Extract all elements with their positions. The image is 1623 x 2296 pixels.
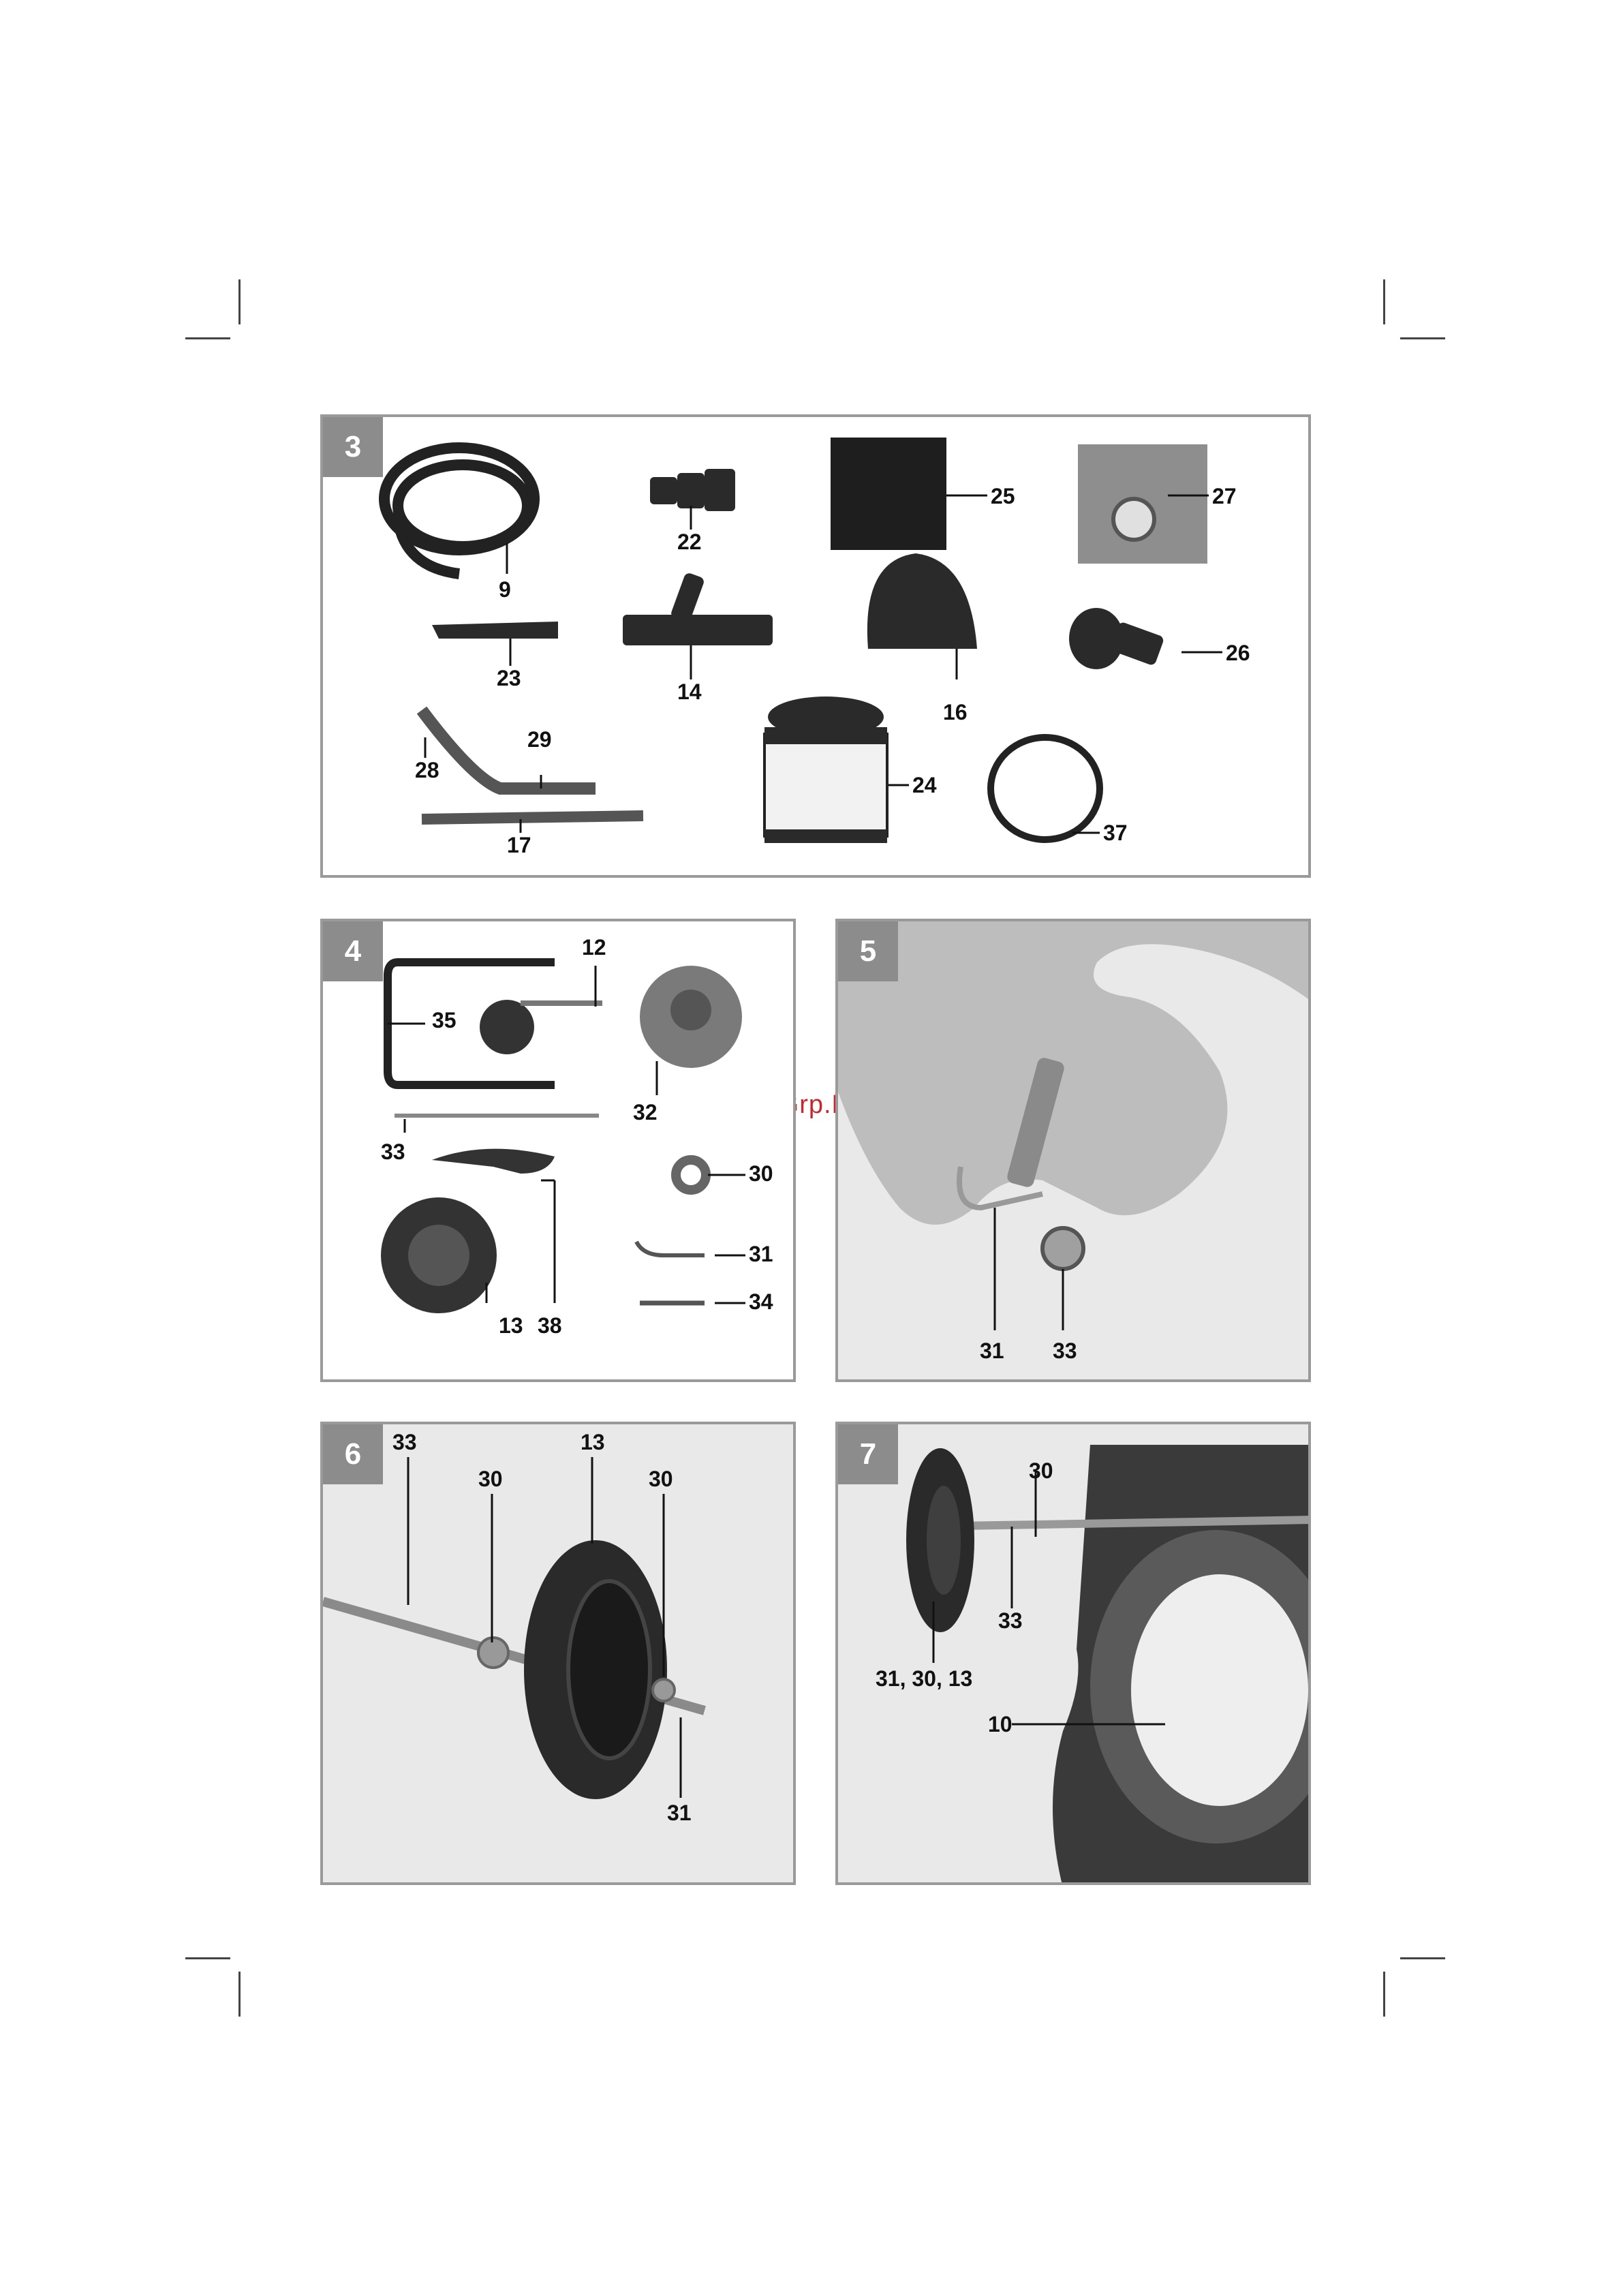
label-33: 33 — [1053, 1338, 1077, 1364]
wheel-illustration — [381, 1197, 497, 1313]
label-12: 12 — [582, 935, 606, 960]
label-30: 30 — [649, 1467, 673, 1492]
label-35: 35 — [432, 1008, 457, 1033]
label-29: 29 — [527, 727, 552, 752]
floor-nozzle-illustration — [623, 572, 773, 645]
figure-number: 3 — [323, 417, 383, 477]
figure-3-panel: 3 9 22 25 27 23 14 16 26 28 29 17 24 37 — [320, 414, 1311, 878]
label-33: 33 — [392, 1430, 417, 1455]
crop-mark — [185, 1957, 230, 1959]
pleated-filter-illustration — [764, 697, 887, 843]
label-16: 16 — [943, 700, 968, 725]
crop-mark — [1383, 279, 1385, 324]
label-13: 13 — [499, 1313, 523, 1338]
label-28: 28 — [415, 758, 439, 783]
figure-6-panel: 6 33 13 30 30 31 — [320, 1422, 796, 1885]
label-14: 14 — [677, 679, 702, 705]
label-30: 30 — [1029, 1458, 1053, 1484]
adapter-illustration — [650, 469, 735, 511]
label-31-30-13: 31, 30, 13 — [876, 1666, 972, 1692]
label-10: 10 — [988, 1712, 1013, 1737]
figure-5-panel: 5 31 33 — [835, 919, 1311, 1382]
label-9: 9 — [499, 577, 511, 602]
dust-bag-illustration — [1078, 444, 1207, 564]
cap-illustration — [640, 966, 742, 1068]
label-33: 33 — [381, 1139, 405, 1165]
clip-illustration — [636, 1242, 705, 1255]
washer-left-illustration — [478, 1638, 508, 1668]
label-33: 33 — [998, 1608, 1023, 1634]
brush-illustration — [1069, 608, 1164, 669]
label-25: 25 — [991, 484, 1015, 509]
label-38: 38 — [538, 1313, 562, 1338]
label-22: 22 — [677, 530, 702, 555]
label-32: 32 — [633, 1100, 658, 1125]
base-housing-illustration — [1053, 1445, 1311, 1885]
crop-mark — [185, 337, 230, 339]
label-31: 31 — [980, 1338, 1004, 1364]
figure-3-drawing — [323, 417, 1311, 878]
label-23: 23 — [497, 666, 521, 691]
figure-4-panel: 4 35 12 32 33 30 38 13 31 34 — [320, 919, 796, 1382]
crop-mark — [1400, 337, 1445, 339]
handle-illustration — [422, 710, 596, 789]
leader-lines — [995, 1208, 1063, 1330]
figure-6-drawing — [323, 1424, 796, 1885]
castor-illustration — [480, 1000, 602, 1054]
washer-right-illustration — [653, 1679, 675, 1701]
crop-mark — [1383, 1972, 1385, 2017]
label-24: 24 — [912, 773, 937, 798]
label-13: 13 — [581, 1430, 605, 1455]
figure-7-panel: 7 30 33 31, 30, 13 10 — [835, 1422, 1311, 1885]
label-30: 30 — [749, 1161, 773, 1187]
label-31: 31 — [749, 1242, 773, 1267]
ring-illustration — [991, 737, 1100, 840]
figure-number: 6 — [323, 1424, 383, 1484]
washer-illustration — [676, 1160, 706, 1190]
crop-mark — [238, 1972, 241, 2017]
cloth-filter-illustration — [867, 553, 977, 649]
tube-illustration — [422, 816, 643, 819]
crop-mark — [1400, 1957, 1445, 1959]
label-31: 31 — [667, 1801, 692, 1826]
figure-7-drawing — [838, 1424, 1311, 1885]
label-17: 17 — [507, 833, 531, 858]
wheel-illustration — [524, 1540, 667, 1799]
crop-mark — [238, 279, 241, 324]
label-26: 26 — [1226, 641, 1250, 666]
figure-number: 7 — [838, 1424, 898, 1484]
crevice-illustration — [432, 622, 558, 639]
figure-number: 4 — [323, 921, 383, 981]
figure-5-drawing — [838, 921, 1311, 1382]
hose-illustration — [384, 448, 534, 574]
label-27: 27 — [1212, 484, 1237, 509]
foam-filter-illustration — [831, 438, 946, 550]
label-34: 34 — [749, 1289, 773, 1315]
figure-number: 5 — [838, 921, 898, 981]
wheel-illustration — [906, 1448, 974, 1632]
hand-illustration — [838, 921, 1311, 1225]
foot-illustration — [432, 1149, 555, 1174]
label-37: 37 — [1103, 821, 1128, 846]
label-30: 30 — [478, 1467, 503, 1492]
